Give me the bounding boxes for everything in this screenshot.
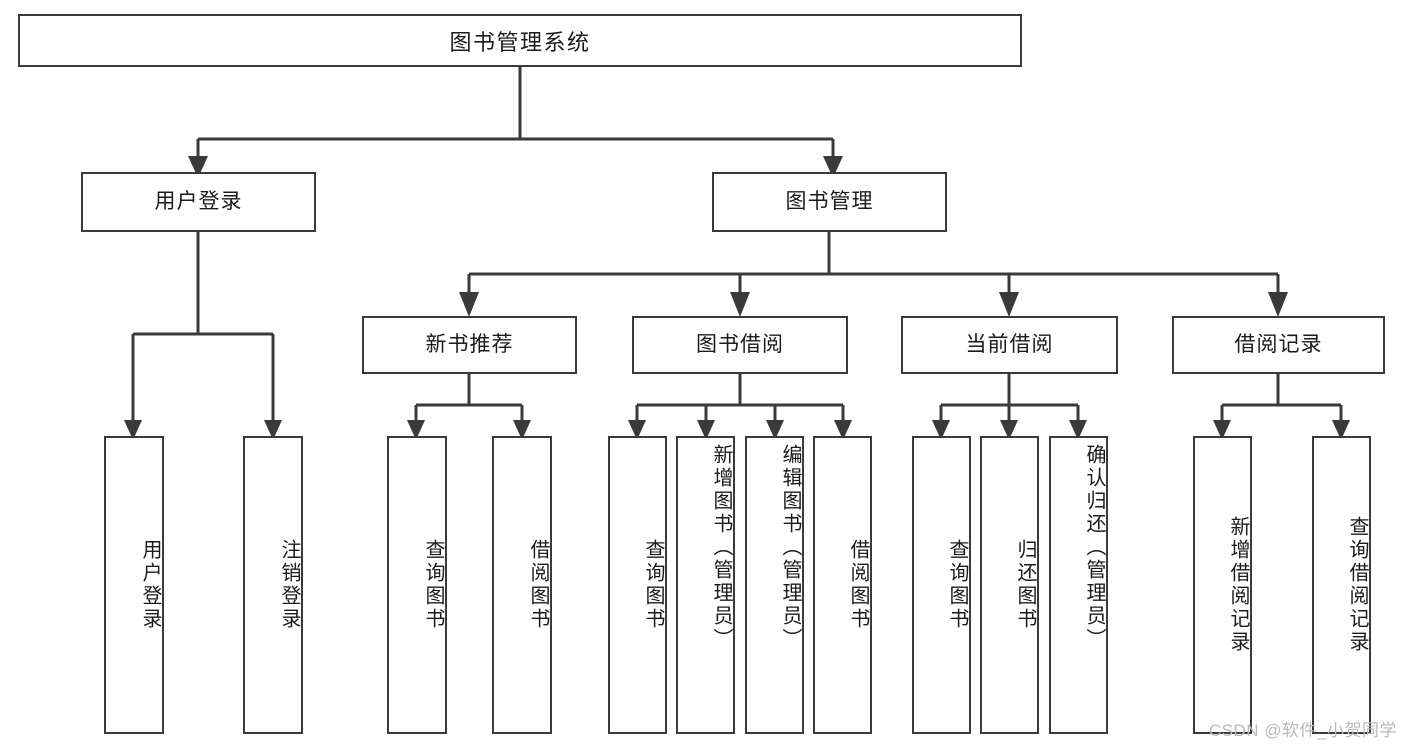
- node-borrow-book[interactable]: 图书借阅: [632, 316, 848, 374]
- arrowhead-new-book: [459, 292, 479, 317]
- node-leaf-borrow-add-label: 新增图书（管理员）: [710, 444, 732, 651]
- node-leaf-newbook-borrow[interactable]: 借阅图书: [492, 436, 552, 734]
- node-book-manage[interactable]: 图书管理: [712, 172, 947, 232]
- arrowhead-current-borrow: [999, 292, 1019, 317]
- node-leaf-logout[interactable]: 注销登录: [243, 436, 303, 734]
- node-new-book-label: 新书推荐: [425, 333, 514, 357]
- node-leaf-borrow-lend-label: 借阅图书: [847, 539, 869, 631]
- node-leaf-newbook-search[interactable]: 查询图书: [387, 436, 447, 734]
- node-root-label: 图书管理系统: [449, 29, 591, 55]
- node-user-login-label: 用户登录: [154, 190, 243, 214]
- node-book-manage-label: 图书管理: [785, 190, 874, 214]
- node-root[interactable]: 图书管理系统: [18, 14, 1022, 67]
- node-new-book[interactable]: 新书推荐: [362, 316, 577, 374]
- node-current-borrow-label: 当前借阅: [965, 333, 1054, 357]
- csdn-watermark: CSDN @软件_小贺同学: [1208, 721, 1397, 740]
- node-leaf-newbook-borrow-label: 借阅图书: [527, 539, 549, 631]
- node-leaf-borrow-edit[interactable]: 编辑图书（管理员）: [745, 436, 804, 734]
- node-leaf-current-confirm-label: 确认归还（管理员）: [1083, 444, 1105, 651]
- node-leaf-current-search-label: 查询图书: [946, 539, 968, 631]
- node-leaf-current-confirm[interactable]: 确认归还（管理员）: [1049, 436, 1108, 734]
- node-leaf-user-login-label: 用户登录: [139, 539, 161, 631]
- node-borrow-record[interactable]: 借阅记录: [1172, 316, 1385, 374]
- node-borrow-record-label: 借阅记录: [1234, 333, 1323, 357]
- node-leaf-record-search-label: 查询借阅记录: [1346, 516, 1368, 654]
- node-leaf-borrow-search[interactable]: 查询图书: [608, 436, 667, 734]
- node-borrow-book-label: 图书借阅: [696, 333, 784, 357]
- node-leaf-record-search[interactable]: 查询借阅记录: [1312, 436, 1371, 734]
- node-leaf-record-add[interactable]: 新增借阅记录: [1193, 436, 1252, 734]
- arrowhead-borrow-book: [730, 292, 750, 317]
- node-leaf-borrow-add[interactable]: 新增图书（管理员）: [676, 436, 735, 734]
- node-leaf-current-return[interactable]: 归还图书: [980, 436, 1039, 734]
- node-leaf-borrow-search-label: 查询图书: [642, 539, 664, 631]
- node-leaf-current-return-label: 归还图书: [1014, 539, 1036, 631]
- node-leaf-current-search[interactable]: 查询图书: [912, 436, 971, 734]
- node-leaf-borrow-edit-label: 编辑图书（管理员）: [779, 444, 801, 651]
- node-leaf-record-add-label: 新增借阅记录: [1227, 516, 1249, 654]
- node-user-login[interactable]: 用户登录: [81, 172, 316, 232]
- node-leaf-logout-label: 注销登录: [278, 539, 300, 631]
- node-leaf-borrow-lend[interactable]: 借阅图书: [813, 436, 872, 734]
- node-leaf-newbook-search-label: 查询图书: [422, 539, 444, 631]
- arrowhead-borrow-record: [1268, 292, 1288, 317]
- node-current-borrow[interactable]: 当前借阅: [901, 316, 1118, 374]
- node-leaf-user-login[interactable]: 用户登录: [104, 436, 164, 734]
